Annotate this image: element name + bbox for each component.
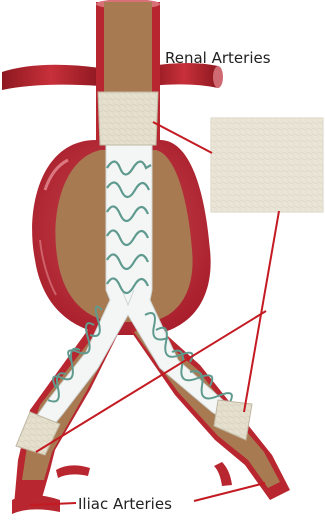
pointer-right-leg: [244, 211, 279, 412]
fabric-swatch-icon: [211, 118, 323, 212]
proximal-fabric-graft: [98, 92, 158, 145]
renal-arteries-label: Renal Arteries: [165, 51, 271, 66]
pointer-iliac-right: [194, 483, 265, 501]
iliac-arteries-label: Iliac Arteries: [78, 497, 172, 512]
renal-artery-left: [2, 65, 100, 90]
